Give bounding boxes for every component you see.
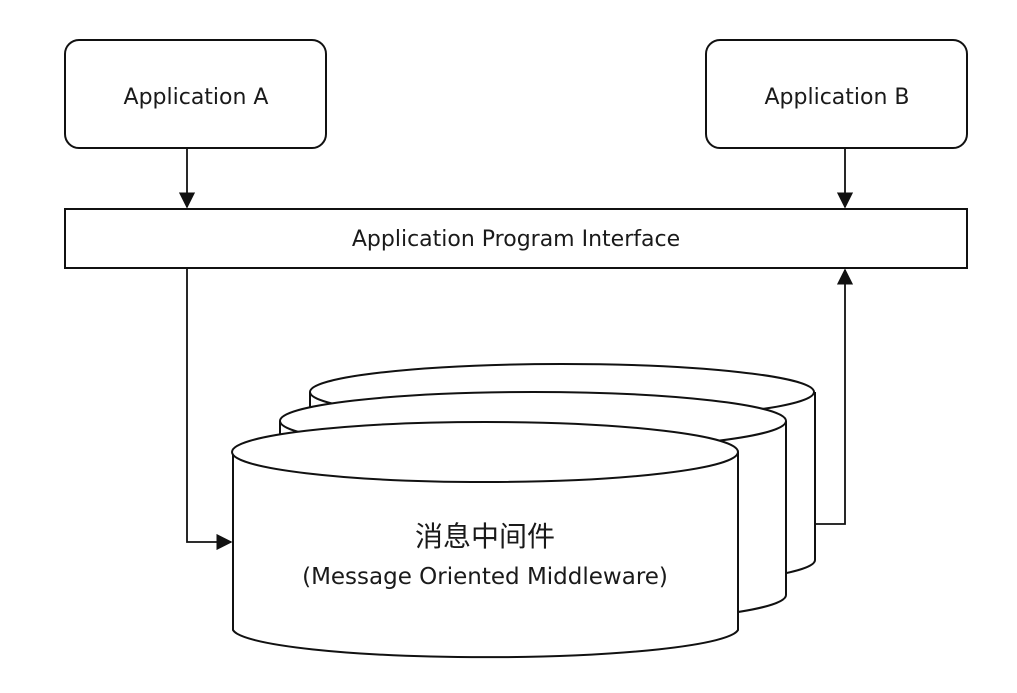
mom-cylinder-front: 消息中间件 (Message Oriented Middleware)	[231, 421, 739, 659]
application-b-label: Application B	[764, 85, 909, 110]
api-label: Application Program Interface	[352, 227, 680, 252]
mom-label-zh: 消息中间件	[415, 520, 555, 553]
application-b-node: Application B	[705, 39, 968, 149]
application-a-label: Application A	[124, 85, 269, 110]
arrow-api-to-mom	[186, 268, 233, 551]
application-a-node: Application A	[64, 39, 327, 149]
arrow-mom-to-api	[815, 268, 854, 525]
mom-label-en: (Message Oriented Middleware)	[302, 564, 668, 590]
api-node: Application Program Interface	[64, 208, 968, 269]
